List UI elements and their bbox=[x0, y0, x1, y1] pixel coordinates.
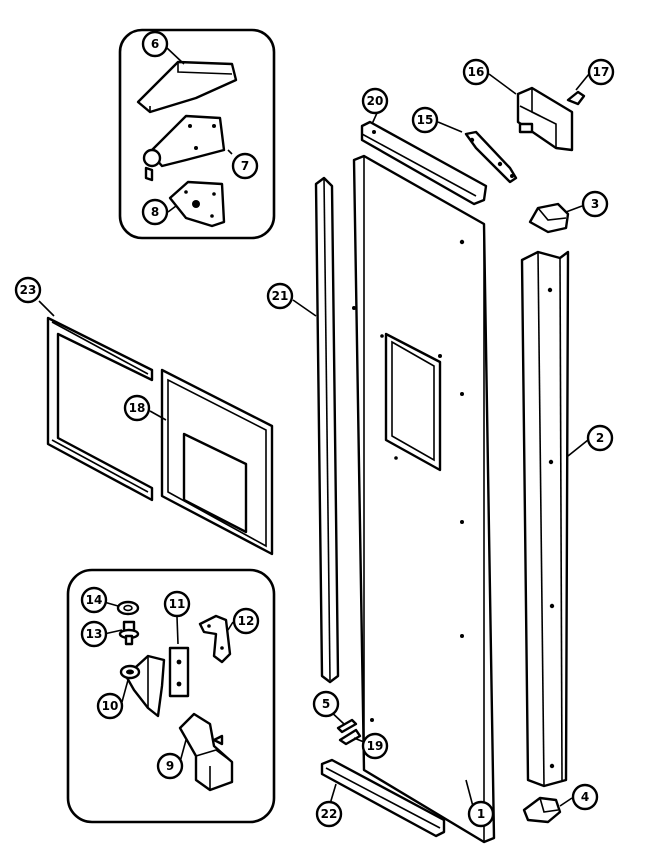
part-18-dispenser-panel bbox=[160, 368, 274, 556]
part-14-washer bbox=[116, 600, 140, 616]
callout-3: 3 bbox=[581, 190, 609, 218]
callout-14: 14 bbox=[80, 586, 108, 614]
svg-text:16: 16 bbox=[468, 65, 485, 79]
callout-13: 13 bbox=[80, 620, 108, 648]
callout-15: 15 bbox=[411, 106, 439, 134]
part-3-top-cap bbox=[528, 202, 570, 234]
part-20-top-trim bbox=[360, 120, 488, 206]
svg-text:17: 17 bbox=[593, 65, 610, 79]
svg-text:11: 11 bbox=[169, 597, 186, 611]
svg-text:8: 8 bbox=[151, 205, 159, 219]
leader-lines bbox=[38, 47, 590, 815]
callout-8: 8 bbox=[141, 198, 169, 226]
callout-7: 7 bbox=[231, 152, 259, 180]
part-19-clip bbox=[338, 728, 362, 746]
part-13-hinge-pin bbox=[118, 620, 140, 646]
callout-20: 20 bbox=[361, 87, 389, 115]
svg-text:9: 9 bbox=[166, 759, 174, 773]
callout-18: 18 bbox=[123, 394, 151, 422]
callout-1: 1 bbox=[467, 800, 495, 828]
part-10-lower-hinge bbox=[119, 654, 166, 718]
callout-9: 9 bbox=[156, 752, 184, 780]
callout-12: 12 bbox=[232, 607, 260, 635]
part-11-shim bbox=[168, 646, 190, 698]
part-8-hinge-plate bbox=[168, 180, 226, 228]
callout-2: 2 bbox=[586, 424, 614, 452]
svg-text:6: 6 bbox=[151, 37, 159, 51]
svg-text:10: 10 bbox=[102, 699, 119, 713]
part-2-handle-trim bbox=[520, 250, 570, 788]
callout-11: 11 bbox=[163, 590, 191, 618]
part-15-latch bbox=[464, 130, 518, 184]
part-1-door-panel bbox=[352, 154, 496, 844]
part-16-bracket bbox=[516, 86, 574, 152]
callout-4: 4 bbox=[571, 783, 599, 811]
callout-19: 19 bbox=[361, 732, 389, 760]
callout-5: 5 bbox=[312, 690, 340, 718]
callout-10: 10 bbox=[96, 692, 124, 720]
svg-text:14: 14 bbox=[86, 593, 103, 607]
part-5-screw bbox=[336, 718, 358, 734]
callout-21: 21 bbox=[266, 282, 294, 310]
svg-text:4: 4 bbox=[581, 790, 589, 804]
svg-text:21: 21 bbox=[272, 289, 289, 303]
svg-text:22: 22 bbox=[321, 807, 338, 821]
part-6-hinge-cover bbox=[136, 60, 238, 114]
hinge-inset-top bbox=[118, 28, 276, 240]
svg-text:5: 5 bbox=[322, 697, 330, 711]
svg-text:13: 13 bbox=[86, 627, 103, 641]
svg-text:20: 20 bbox=[367, 94, 384, 108]
callout-23: 23 bbox=[14, 276, 42, 304]
part-23-gasket bbox=[46, 316, 154, 502]
svg-text:3: 3 bbox=[591, 197, 599, 211]
part-17-clip bbox=[566, 90, 586, 106]
part-22-bottom-trim bbox=[320, 758, 446, 838]
svg-text:1: 1 bbox=[477, 807, 485, 821]
callout-16: 16 bbox=[462, 58, 490, 86]
svg-text:23: 23 bbox=[20, 283, 37, 297]
callout-22: 22 bbox=[315, 800, 343, 828]
callout-6: 6 bbox=[141, 30, 169, 58]
part-7-upper-hinge bbox=[142, 114, 226, 182]
part-9-hinge-bracket bbox=[178, 712, 234, 792]
part-21-door-trim bbox=[314, 176, 340, 684]
svg-text:12: 12 bbox=[238, 614, 255, 628]
svg-text:7: 7 bbox=[241, 159, 249, 173]
part-4-bottom-cap bbox=[522, 796, 562, 824]
svg-text:2: 2 bbox=[596, 431, 604, 445]
part-12-bracket bbox=[198, 614, 232, 664]
hinge-inset-bottom bbox=[66, 568, 276, 824]
callout-17: 17 bbox=[587, 58, 615, 86]
svg-text:18: 18 bbox=[129, 401, 146, 415]
svg-text:15: 15 bbox=[417, 113, 434, 127]
svg-text:19: 19 bbox=[367, 739, 384, 753]
